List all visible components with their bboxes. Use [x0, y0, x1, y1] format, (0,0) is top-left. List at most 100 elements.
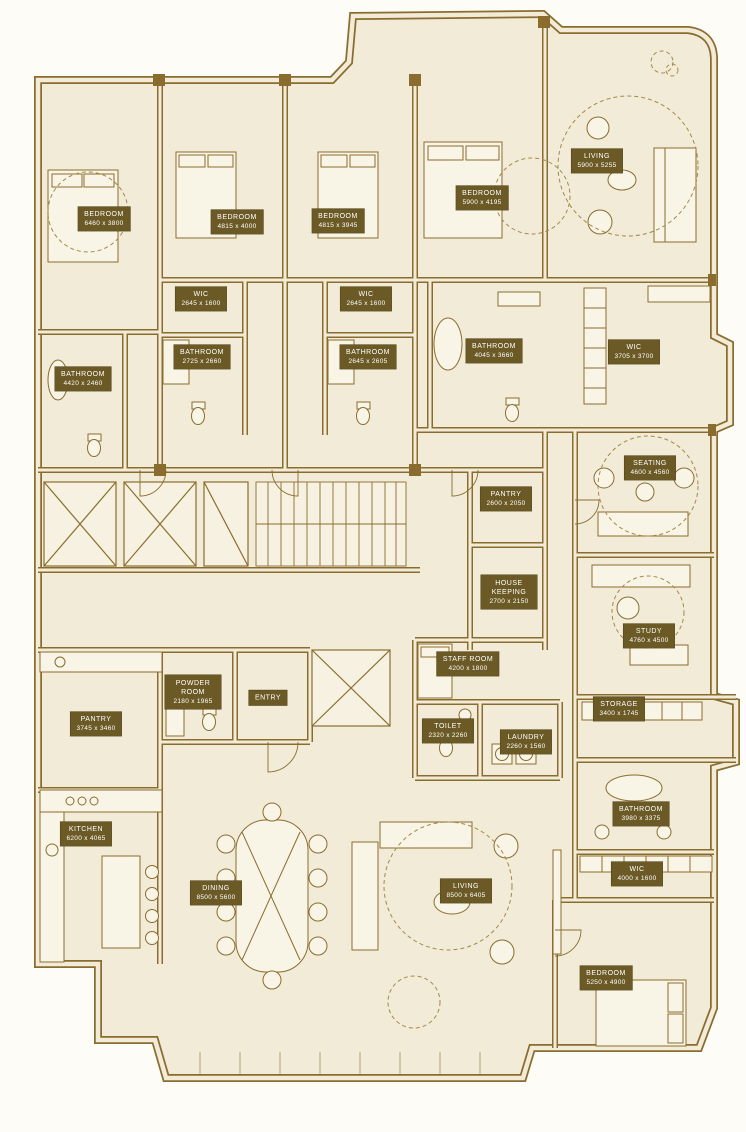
room-label-housekeeping: HOUSE KEEPING 2700 x 2150: [481, 575, 537, 609]
room-name: STUDY: [635, 627, 663, 635]
balcony-ticks: [199, 1052, 481, 1074]
wardrobe: [647, 285, 711, 303]
kitchen-counter: [39, 811, 65, 963]
room-name: WIC: [629, 865, 645, 873]
sink: [594, 824, 610, 840]
stool: [145, 909, 159, 923]
bathtub: [605, 774, 663, 802]
room-name: HOUSE KEEPING: [491, 580, 527, 597]
room-name: STAFF ROOM: [442, 655, 494, 663]
room-label-laundry: LAUNDRY 2260 x 1560: [500, 729, 552, 755]
room-label-bedroom-2: BEDROOM 4815 x 4000: [211, 209, 263, 235]
bathtub: [433, 317, 463, 371]
room-label-kitchen: KITCHEN 6200 x 4065: [60, 821, 112, 847]
room-label-living-lower: LIVING 8500 x 6405: [440, 878, 492, 904]
room-label-wic-4: WIC 4000 x 1600: [611, 861, 663, 887]
dining-chair: [216, 936, 236, 956]
room-name: TOILET: [434, 722, 462, 730]
room-label-storage: STORAGE 3400 x 1745: [593, 696, 645, 722]
room-name: WIC: [626, 343, 642, 351]
room-label-bedroom-3: BEDROOM 4815 x 3945: [312, 208, 364, 234]
room-size: 3745 x 3460: [76, 725, 116, 733]
kitchen-island: [101, 855, 141, 949]
room-size: 6460 x 3800: [84, 220, 124, 228]
room-size: 2260 x 1560: [506, 743, 546, 751]
elevator-core: [43, 481, 391, 727]
room-size: 4815 x 3945: [318, 222, 358, 230]
dining-chair: [216, 902, 236, 922]
room-label-pantry-2: PANTRY 3745 x 3460: [70, 711, 122, 737]
wardrobe: [583, 287, 607, 405]
door-swings: [139, 469, 600, 957]
room-label-bathroom-5: BATHROOM 3980 x 3375: [613, 801, 669, 827]
room-name: BATHROOM: [61, 370, 105, 378]
room-label-bathroom-1: BATHROOM 2725 x 2660: [174, 344, 230, 370]
toilet: [505, 397, 520, 406]
room-label-wic-1: WIC 2645 x 1600: [175, 286, 227, 312]
room-label-pantry-1: PANTRY 2600 x 2050: [480, 486, 532, 512]
sink: [656, 824, 672, 840]
pantry-counter: [39, 651, 163, 673]
room-size: 8500 x 5600: [196, 894, 236, 902]
room-size: 2645 x 1600: [181, 300, 221, 308]
sink: [54, 656, 66, 668]
sofa: [379, 821, 473, 849]
room-size: 2180 x 1965: [173, 698, 213, 706]
room-label-bedroom-4: BEDROOM 5900 x 4195: [456, 185, 508, 211]
room-size: 2320 x 2260: [428, 732, 468, 740]
room-name: WIC: [358, 290, 374, 298]
armchair: [586, 116, 610, 140]
room-label-bathroom-4: BATHROOM 4420 x 2460: [55, 366, 111, 392]
dining-chair: [262, 970, 282, 990]
furniture: [39, 116, 713, 1047]
dining-chair: [262, 802, 282, 822]
armchair: [593, 467, 615, 489]
staircase: [255, 481, 407, 567]
room-label-bathroom-2: BATHROOM 2645 x 2605: [340, 344, 396, 370]
room-size: 5250 x 4900: [586, 979, 626, 987]
room-name: LIVING: [584, 152, 610, 160]
structural-columns: [153, 16, 716, 476]
room-name: BATHROOM: [619, 805, 663, 813]
room-name: BEDROOM: [84, 210, 124, 218]
room-size: 2700 x 2150: [489, 598, 529, 606]
room-size: 2645 x 1600: [346, 300, 386, 308]
room-size: 2645 x 2605: [348, 358, 388, 366]
room-name: BEDROOM: [318, 212, 358, 220]
sofa: [597, 511, 689, 537]
room-label-study: STUDY 4760 x 4500: [623, 623, 675, 649]
room-name: BEDROOM: [462, 189, 502, 197]
room-size: 4600 x 4560: [630, 469, 670, 477]
kitchen-counter: [39, 789, 163, 813]
room-name: WIC: [193, 290, 209, 298]
room-label-powder-room: POWDER ROOM 2180 x 1965: [165, 675, 221, 709]
bed: [175, 151, 237, 239]
room-label-living-upper: LIVING 5900 x 5255: [571, 148, 623, 174]
sofa: [351, 841, 379, 951]
armchair: [489, 939, 515, 965]
room-name: SEATING: [633, 459, 667, 467]
room-label-wic-2: WIC 2645 x 1600: [340, 286, 392, 312]
room-name: BEDROOM: [217, 213, 257, 221]
room-label-bedroom-5: BEDROOM 5250 x 4900: [580, 965, 632, 991]
room-size: 6200 x 4065: [66, 835, 106, 843]
room-name: LAUNDRY: [507, 733, 545, 741]
room-name: ENTRY: [254, 694, 282, 702]
room-name: PANTRY: [490, 490, 522, 498]
tv-console: [552, 849, 562, 955]
plant-icon: [650, 50, 674, 74]
sink: [45, 843, 59, 857]
room-label-bathroom-3: BATHROOM 4045 x 3660: [466, 338, 522, 364]
dining-chair: [308, 868, 328, 888]
coffee-table: [635, 482, 655, 502]
armchair: [673, 467, 695, 489]
stool: [145, 865, 159, 879]
room-name: BEDROOM: [586, 969, 626, 977]
vanity: [497, 291, 541, 307]
dining-chair: [216, 834, 236, 854]
room-label-toilet: TOILET 2320 x 2260: [422, 718, 474, 744]
room-label-seating: SEATING 4600 x 4560: [624, 455, 676, 481]
room-size: 4045 x 3660: [474, 352, 514, 360]
dining-chair: [308, 902, 328, 922]
room-label-entry: ENTRY: [248, 690, 288, 706]
